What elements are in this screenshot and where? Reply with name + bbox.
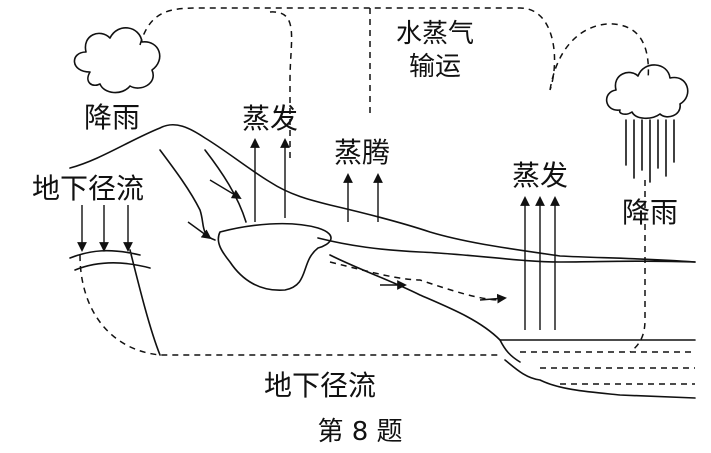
rain-cloud-left-icon bbox=[73, 27, 161, 94]
rain-cloud-right-icon bbox=[605, 64, 689, 120]
label-transpiration: 蒸腾 bbox=[334, 136, 390, 169]
groundwater-path-mid bbox=[329, 261, 501, 301]
rain-streaks bbox=[625, 119, 675, 183]
label-vapor-transport-2: 输运 bbox=[409, 52, 461, 82]
groundwater-arrow-2 bbox=[479, 293, 507, 304]
lake bbox=[217, 222, 332, 291]
sea bbox=[499, 339, 696, 399]
runoff-arrow-1 bbox=[209, 179, 242, 200]
terrain-mountain bbox=[69, 123, 696, 263]
label-vapor-transport-1: 水蒸气 bbox=[396, 19, 474, 49]
label-groundwater-upper: 地下径流 bbox=[32, 172, 144, 205]
label-rain-right: 降雨 bbox=[622, 196, 678, 229]
caption: 第 8 题 bbox=[317, 417, 402, 447]
label-rain-left: 降雨 bbox=[84, 101, 140, 134]
river-channel bbox=[317, 237, 696, 363]
label-evaporation-left: 蒸发 bbox=[242, 102, 298, 135]
rain-descent-path bbox=[629, 180, 646, 353]
terrain-slope bbox=[159, 149, 247, 241]
label-groundwater-lower: 地下径流 bbox=[264, 369, 376, 402]
label-evaporation-right: 蒸发 bbox=[512, 159, 568, 192]
vapor-transport-path bbox=[139, 7, 650, 160]
groundwater-path-deep bbox=[79, 254, 500, 356]
ground-lines-left bbox=[69, 249, 161, 356]
runoff-arrow-2 bbox=[187, 221, 212, 240]
